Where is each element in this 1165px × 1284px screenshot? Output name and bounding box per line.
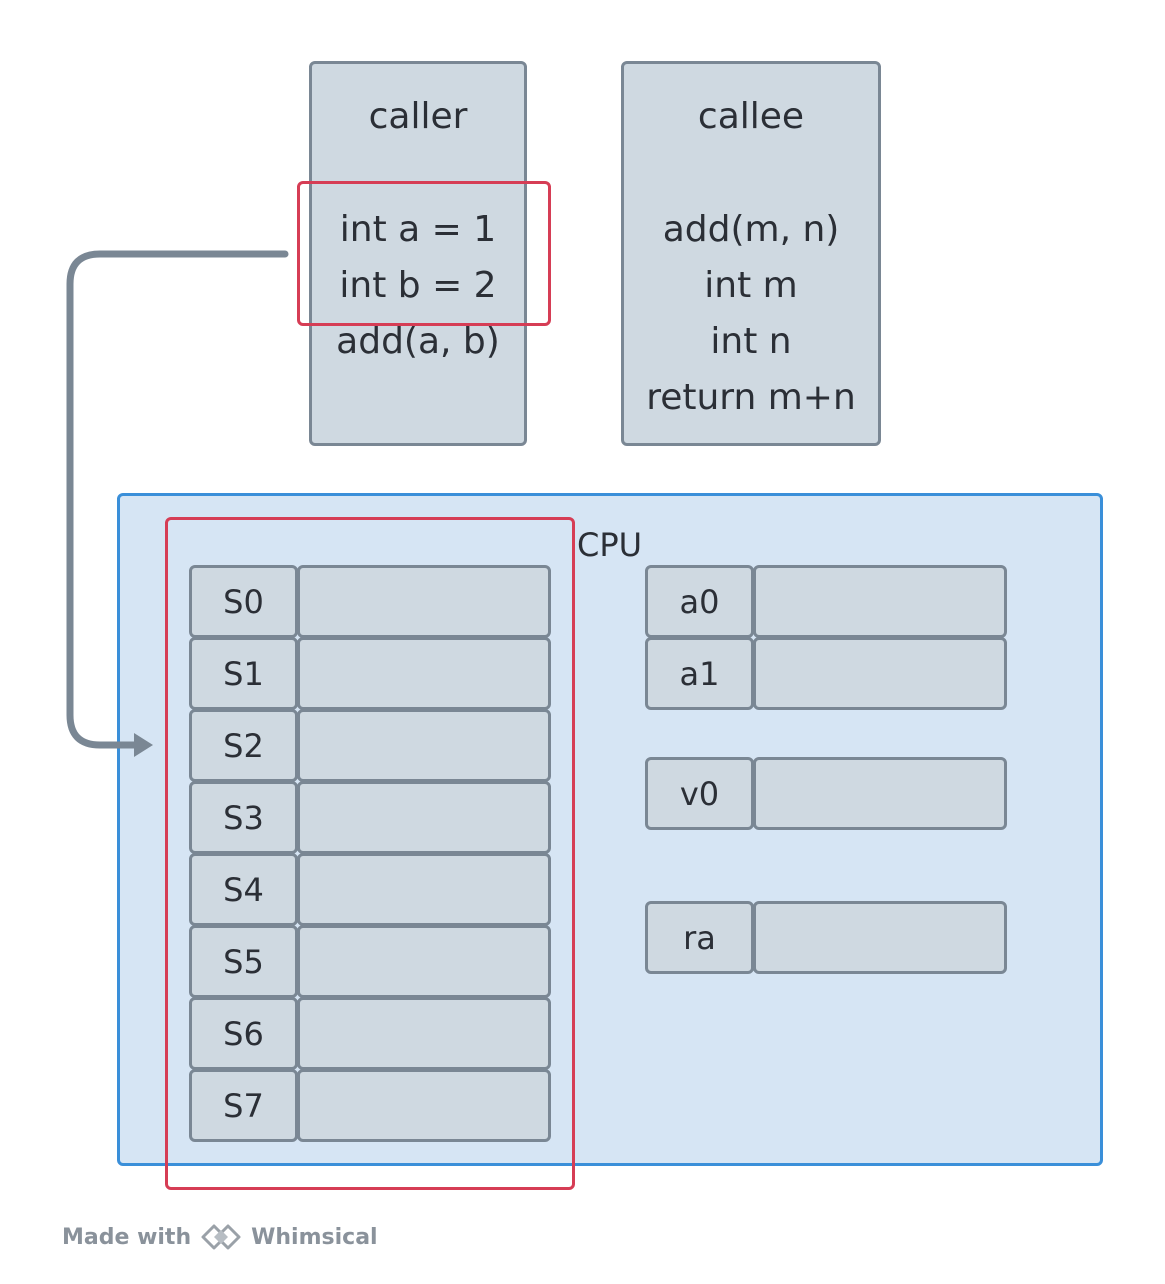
register-a0-value <box>753 565 1007 638</box>
caller-box: caller int a = 1 int b = 2 add(a, b) <box>309 61 527 446</box>
register-s3-name: S3 <box>189 781 298 854</box>
callee-line-3: int n <box>710 321 792 362</box>
saved-registers-highlight <box>165 517 575 1190</box>
callee-line-2: int m <box>704 265 798 306</box>
register-a0-name: a0 <box>645 565 754 638</box>
callee-line-1: add(m, n) <box>662 209 840 250</box>
made-with-text: Made with <box>62 1224 192 1250</box>
register-s7-value <box>297 1069 551 1142</box>
register-s2-value <box>297 709 551 782</box>
register-s0-value <box>297 565 551 638</box>
register-ra-value <box>753 901 1007 974</box>
register-a1-name: a1 <box>645 637 754 710</box>
register-ra-name: ra <box>645 901 754 974</box>
callee-line-4: return m+n <box>646 377 856 418</box>
register-s3-value <box>297 781 551 854</box>
register-s4-value <box>297 853 551 926</box>
register-s4-name: S4 <box>189 853 298 926</box>
caller-line-2: int b = 2 <box>339 265 497 306</box>
cpu-label: CPU <box>577 526 643 564</box>
caller-line-3: add(a, b) <box>336 321 500 362</box>
register-v0-value <box>753 757 1007 830</box>
register-s5-value <box>297 925 551 998</box>
whimsical-brand-text: Whimsical <box>251 1224 378 1250</box>
callee-box: callee add(m, n) int m int n return m+n <box>621 61 881 446</box>
register-a1-value <box>753 637 1007 710</box>
caller-title: caller <box>368 96 468 137</box>
caller-variables-highlight <box>297 181 551 326</box>
callee-title: callee <box>697 96 805 137</box>
register-s5-name: S5 <box>189 925 298 998</box>
caller-line-1: int a = 1 <box>339 209 497 250</box>
register-s6-value <box>297 997 551 1070</box>
register-s7-name: S7 <box>189 1069 298 1142</box>
register-s6-name: S6 <box>189 997 298 1070</box>
made-with-footer: Made with Whimsical <box>62 1222 378 1252</box>
whimsical-logo-icon <box>201 1224 241 1250</box>
register-s1-value <box>297 637 551 710</box>
register-v0-name: v0 <box>645 757 754 830</box>
